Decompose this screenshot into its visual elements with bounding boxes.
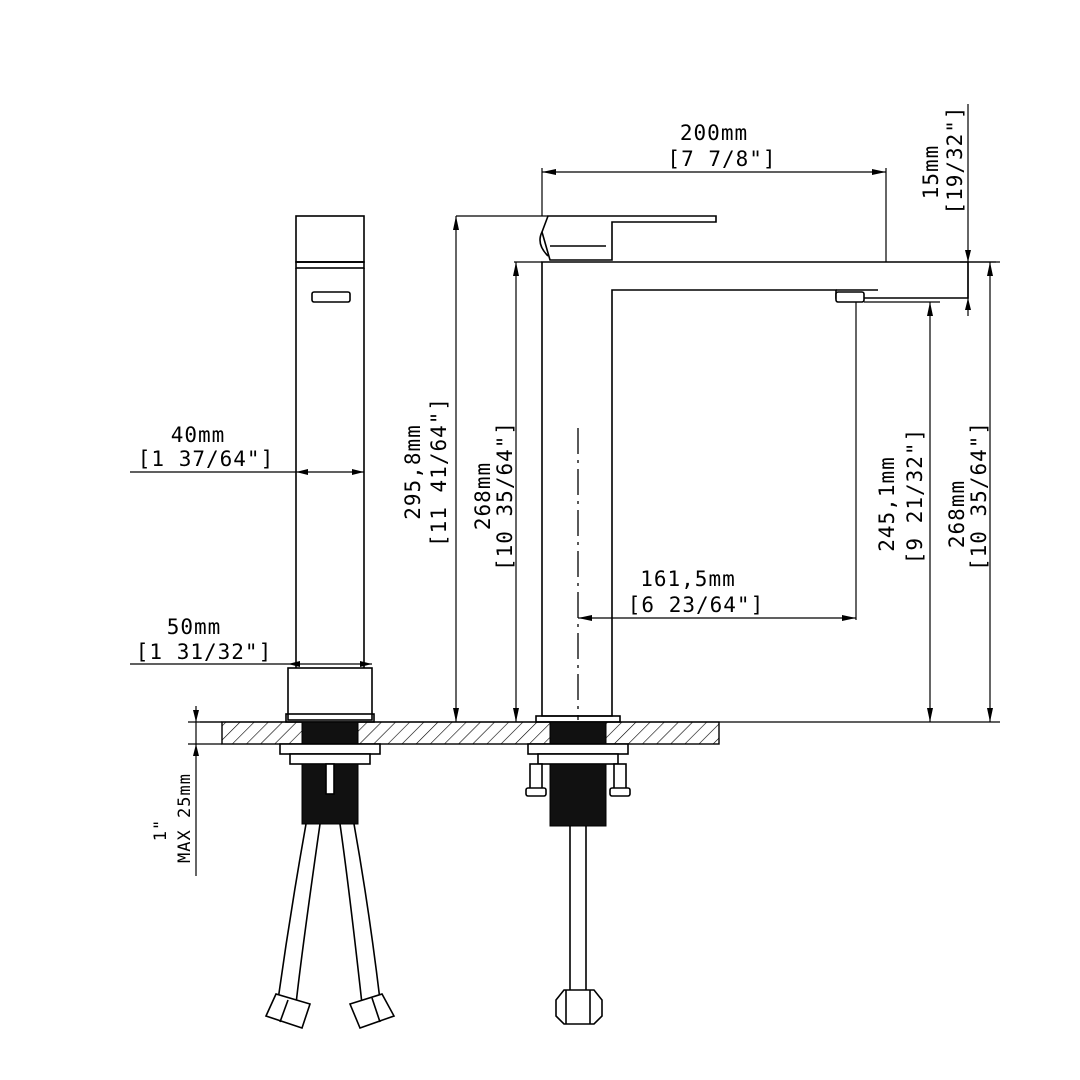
body-height-left-metric: 268mm [471,462,495,530]
dimension-labels: 200mm [7 7/8"] 15mm [19/32"] 40mm [1 37/… [136,105,991,863]
side-view-faucet [264,215,396,1030]
front-view-faucet [525,215,969,1025]
body-height-left-imperial: [10 35/64"] [493,421,517,571]
base-width-imperial: [1 31/32"] [136,640,272,664]
max-deck-thickness-imperial: 1" [151,819,171,841]
dimension-lines [130,104,1000,876]
body-height-right-imperial: [10 35/64"] [967,421,991,571]
spout-reach-imperial: [7 7/8"] [667,147,776,171]
spout-thickness-imperial: [19/32"] [943,105,967,214]
body-height-right-metric: 268mm [945,480,969,548]
max-deck-thickness-metric: MAX 25mm [175,773,195,863]
total-height-imperial: [11 41/64"] [427,397,451,547]
outlet-projection-imperial: [6 23/64"] [628,593,764,617]
body-width-metric: 40mm [171,423,226,447]
total-height-metric: 295,8mm [401,424,425,520]
body-width-imperial: [1 37/64"] [138,447,274,471]
outlet-height-imperial: [9 21/32"] [903,428,927,564]
spout-reach-metric: 200mm [680,121,748,145]
outlet-projection-metric: 161,5mm [640,567,736,591]
outlet-height-metric: 245,1mm [875,456,899,552]
spout-thickness-metric: 15mm [919,145,943,200]
base-width-metric: 50mm [167,615,222,639]
